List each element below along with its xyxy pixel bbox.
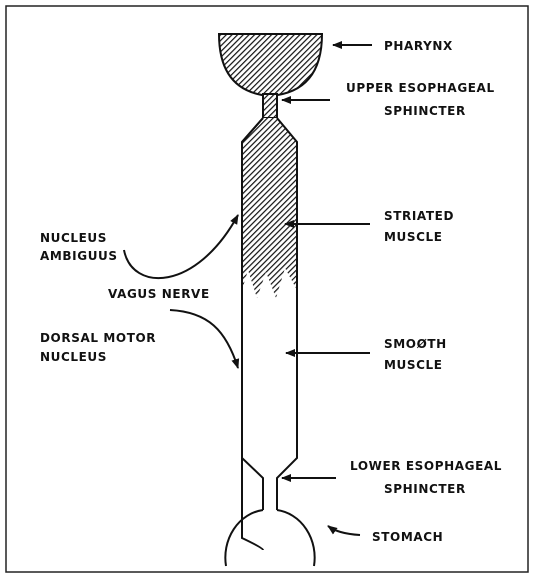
label-pharynx: PHARYNX xyxy=(384,39,453,53)
label-upper-sphincter-2: SPHINCTER xyxy=(384,104,466,118)
upper-sphincter-neck xyxy=(263,94,277,118)
stomach-shape xyxy=(225,510,314,566)
label-dorsal-motor-1: DORSAL MOTOR xyxy=(40,331,156,345)
pharynx-shape xyxy=(219,34,322,96)
dorsal-motor-nerve xyxy=(170,310,238,368)
label-nucleus-ambiguus-2: AMBIGUUS xyxy=(40,249,118,263)
stomach-arrow xyxy=(328,526,360,535)
label-striated-1: STRIATED xyxy=(384,209,454,223)
striated-muscle-region xyxy=(242,118,297,298)
label-smooth-1: SMOØTH xyxy=(384,337,447,351)
label-upper-sphincter-1: UPPER ESOPHAGEAL xyxy=(346,81,495,95)
label-stomach: STOMACH xyxy=(372,530,443,544)
label-smooth-2: MUSCLE xyxy=(384,358,443,372)
label-vagus-nerve: VAGUS NERVE xyxy=(108,287,210,301)
label-lower-sphincter-1: LOWER ESOPHAGEAL xyxy=(350,459,502,473)
label-lower-sphincter-2: SPHINCTER xyxy=(384,482,466,496)
label-striated-2: MUSCLE xyxy=(384,230,443,244)
label-dorsal-motor-2: NUCLEUS xyxy=(40,350,107,364)
label-nucleus-ambiguus-1: NUCLEUS xyxy=(40,231,107,245)
nucleus-ambiguus-nerve xyxy=(124,215,238,278)
